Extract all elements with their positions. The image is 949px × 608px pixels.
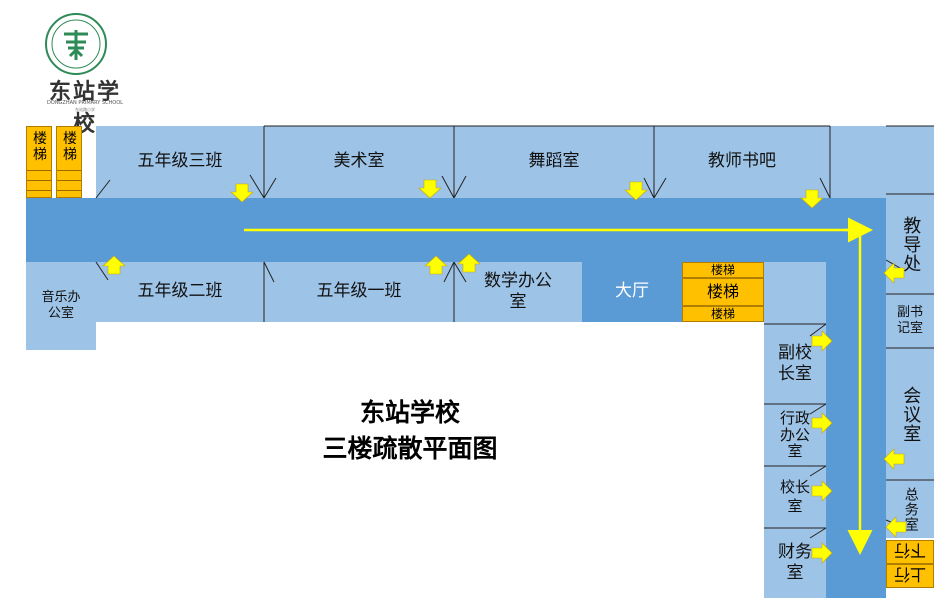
arrow-down-icon: [230, 183, 254, 203]
arrow-right-icon: [811, 412, 833, 434]
arrow-up-icon: [457, 253, 481, 273]
stair-center-top: 楼梯: [682, 262, 764, 278]
arrow-up-icon: [102, 255, 126, 275]
arrow-up-icon: [424, 255, 448, 275]
room-music-office: 音乐办公室: [26, 262, 96, 350]
room-dance: 舞蹈室: [454, 126, 654, 198]
room-teacher-bar-label: 教师书吧: [708, 151, 776, 172]
stair-center-mid: 楼梯: [682, 278, 764, 306]
stair-left-1-label: 楼梯: [33, 131, 47, 163]
room-class-5-3-label: 五年级三班: [137, 151, 223, 172]
room-principal: 校长室: [764, 466, 826, 528]
room-principal-label: 校长室: [779, 478, 810, 515]
room-secretary-label: 副书记室: [896, 305, 923, 336]
evacuation-route: [244, 228, 873, 555]
arrow-left-icon: [883, 262, 905, 284]
room-class-5-2-label: 五年级二班: [137, 281, 223, 302]
plan-title-line1: 东站学校: [359, 398, 460, 427]
stair-down: 下行: [886, 540, 934, 564]
room-strip-right: [764, 262, 826, 324]
stair-left-1: 楼梯: [26, 126, 52, 198]
stair-center-bottom: 楼梯: [682, 306, 764, 322]
block-arrows: [102, 179, 907, 564]
room-admin-office-label: 行政办公室: [779, 409, 810, 461]
arrow-left-icon: [885, 516, 907, 538]
plan-title: 东站学校 三楼疏散平面图: [300, 395, 520, 467]
arrow-down-icon: [800, 189, 824, 209]
logo-small-text: 东站路小学: [75, 107, 95, 112]
room-vice-principal-label: 副校长室: [778, 342, 812, 384]
room-music-office-label: 音乐办公室: [41, 289, 81, 321]
room-teacher-bar: 教师书吧: [654, 126, 830, 198]
stair-left-2-label: 楼梯: [63, 131, 77, 163]
room-academic-office-label: 教导处: [900, 215, 922, 273]
room-finance-label: 财务室: [778, 541, 812, 583]
room-top-right-corner: [830, 126, 886, 198]
room-meeting-label: 会议室: [900, 385, 922, 443]
room-hall: 大厅: [582, 262, 682, 322]
logo-emblem: [45, 13, 107, 75]
arrow-left-icon: [883, 448, 905, 470]
room-general-affairs: 总务室: [886, 480, 934, 538]
room-class-5-1: 五年级一班: [264, 262, 454, 322]
stair-center-bottom-label: 楼梯: [710, 307, 735, 321]
plan-title-line2: 三楼疏散平面图: [322, 434, 498, 463]
door-swings: [95, 126, 934, 539]
room-secretary: 副书记室: [886, 294, 934, 348]
room-meeting: 会议室: [886, 348, 934, 480]
room-admin-office: 行政办公室: [764, 404, 826, 466]
logo-en-name: DONGZHAN PRIMARY SCHOOL: [47, 100, 123, 106]
arrow-down-icon: [418, 179, 442, 199]
stair-center-top-label: 楼梯: [710, 263, 735, 277]
room-math-office: 数学办公室: [454, 262, 582, 322]
stair-up: 上行: [886, 564, 934, 588]
stair-left-2: 楼梯: [56, 126, 82, 198]
room-art-label: 美术室: [333, 151, 385, 172]
room-class-5-1-label: 五年级一班: [316, 281, 402, 302]
room-dance-label: 舞蹈室: [528, 151, 580, 172]
arrow-right-icon: [811, 480, 833, 502]
room-finance: 财务室: [764, 528, 826, 598]
arrow-right-icon: [811, 542, 833, 564]
arrow-right-icon: [811, 330, 833, 352]
room-art: 美术室: [264, 126, 454, 198]
arrow-down-icon: [624, 181, 648, 201]
room-top-right-edge: [886, 126, 934, 194]
room-class-5-2: 五年级二班: [96, 262, 264, 322]
room-math-office-label: 数学办公室: [484, 270, 552, 312]
room-general-affairs-label: 总务室: [902, 486, 919, 532]
stair-center-mid-label: 楼梯: [706, 282, 739, 301]
room-hall-label: 大厅: [615, 281, 649, 302]
